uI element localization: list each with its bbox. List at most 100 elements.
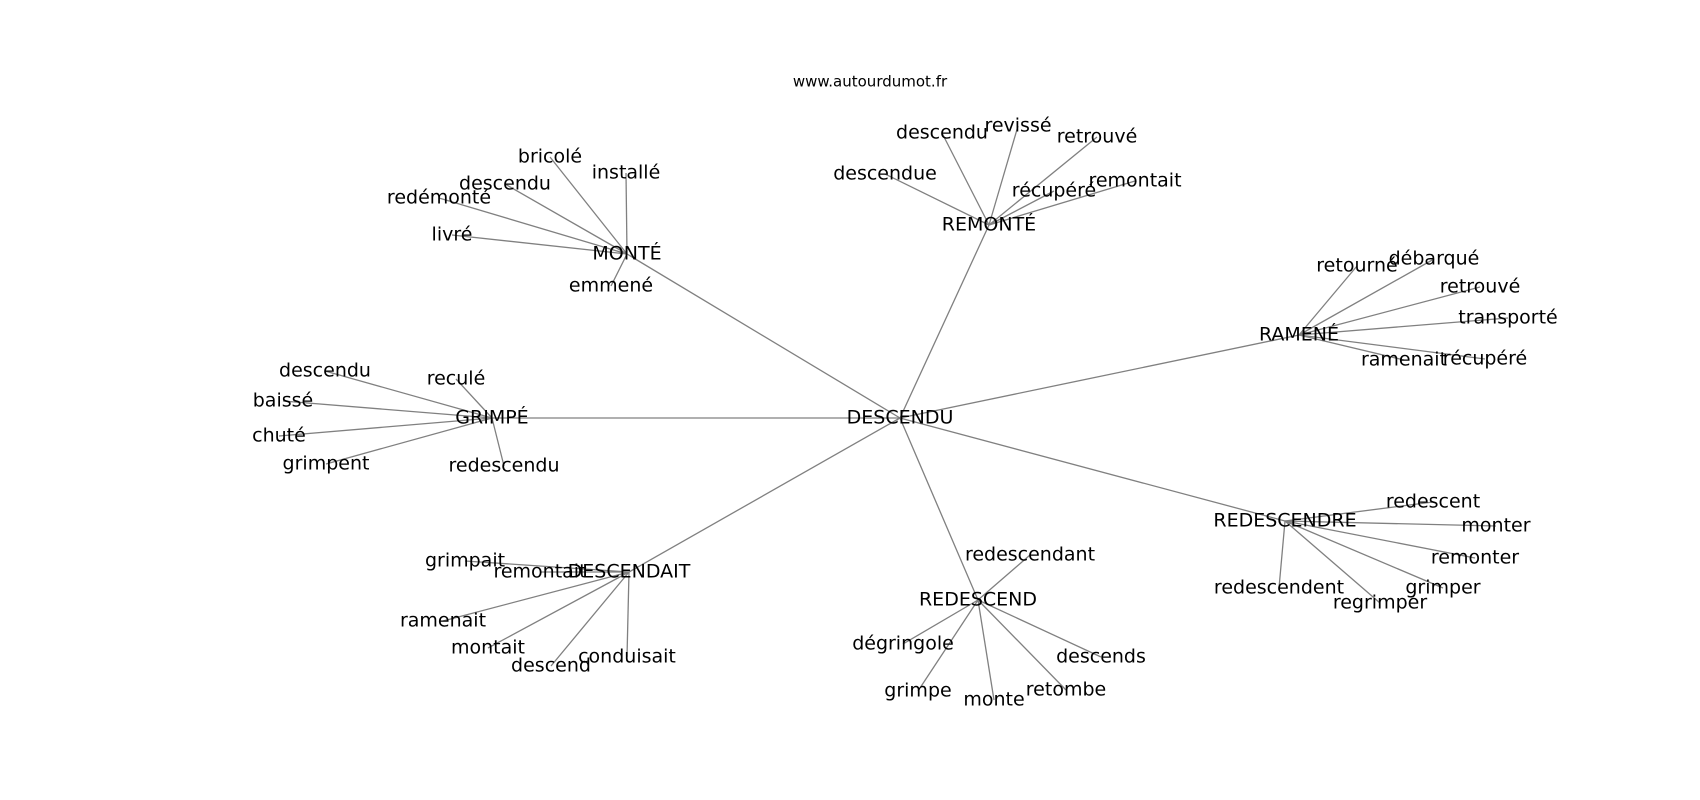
leaf-word-redescendent[interactable]: redescendent <box>1214 577 1344 599</box>
edge-redescend-to-monte <box>977 599 995 701</box>
leaf-word-transporte[interactable]: transporté <box>1458 307 1557 329</box>
group-node-redescendre[interactable]: REDESCENDRE <box>1213 510 1356 532</box>
edge-ramene-to-transporte <box>1298 317 1509 336</box>
edge-monte-to-livre <box>451 234 628 255</box>
leaf-word-grimper[interactable]: grimper <box>1405 577 1480 599</box>
edge-monte-to-emmene <box>610 253 628 287</box>
leaf-word-redemonte[interactable]: redémonté <box>387 187 491 209</box>
leaf-word-remonter[interactable]: remonter <box>1431 547 1519 569</box>
leaf-word-grimpait[interactable]: grimpait <box>425 550 505 572</box>
edge-grimpe-to-redescendu <box>491 417 505 467</box>
leaf-word-chute[interactable]: chuté <box>252 425 306 447</box>
edge-redescend-to-descends <box>977 599 1102 658</box>
leaf-word-regrimper[interactable]: regrimper <box>1333 592 1427 614</box>
leaf-word-ramenait[interactable]: ramenait <box>1361 349 1447 371</box>
edge-redescendre-to-regrimper <box>1284 520 1381 604</box>
edge-descendait-to-ramenait <box>442 571 630 622</box>
leaf-word-remontait[interactable]: remontait <box>493 561 586 583</box>
edge-ramene-to-retrouve <box>1298 286 1481 336</box>
edge-remonte-to-recupere <box>988 190 1055 226</box>
leaf-word-recule[interactable]: reculé <box>427 368 486 390</box>
edge-redescendre-to-grimper <box>1284 520 1444 589</box>
edge-remonte-to-revisse <box>988 125 1019 226</box>
edge-redescendre-to-redescendent <box>1278 520 1286 589</box>
leaf-word-grimpe[interactable]: grimpe <box>884 680 951 702</box>
edge-monte-to-descendu <box>504 183 628 255</box>
edge-grimpe-to-descendu <box>324 370 493 419</box>
edge-redescendre-to-remonter <box>1284 520 1476 559</box>
leaf-word-remontait[interactable]: remontait <box>1088 170 1181 192</box>
edge-redescendre-to-monter <box>1284 520 1497 527</box>
edge-grimpe-to-chute <box>278 417 493 437</box>
edge-ramene-to-debarque <box>1298 258 1435 336</box>
edge-redescendre-to-redescent <box>1284 501 1434 522</box>
edge-center-to-remonte <box>899 224 990 419</box>
leaf-word-installe[interactable]: installé <box>592 162 661 184</box>
leaf-word-redescendant[interactable]: redescendant <box>965 544 1095 566</box>
leaf-word-ramenait[interactable]: ramenait <box>400 610 486 632</box>
leaf-word-retombe[interactable]: retombe <box>1026 679 1106 701</box>
leaf-word-emmene[interactable]: emmené <box>569 275 653 297</box>
edge-grimpe-to-grimpent <box>325 417 493 465</box>
leaf-word-descendu[interactable]: descendu <box>896 122 988 144</box>
edge-descendait-to-grimpait <box>464 560 630 573</box>
leaf-word-retrouve[interactable]: retrouvé <box>1057 126 1138 148</box>
leaf-word-recupere[interactable]: récupéré <box>1012 180 1096 202</box>
edge-ramene-to-ramenait <box>1298 334 1405 361</box>
graph-edges <box>278 125 1509 701</box>
edge-monte-to-bricole <box>549 156 628 255</box>
group-node-ramene[interactable]: RAMENÉ <box>1259 323 1339 346</box>
edge-grimpe-to-baisse <box>282 400 493 419</box>
leaf-word-revisse[interactable]: revissé <box>984 115 1051 137</box>
graph-labels: bricoléinstallédescenduredémontélivréemm… <box>252 115 1558 711</box>
group-node-monte[interactable]: MONTÉ <box>592 242 661 265</box>
edge-remonte-to-retrouve <box>988 136 1098 226</box>
edge-descendait-to-conduisait <box>626 571 630 658</box>
group-node-remonte[interactable]: REMONTÉ <box>942 213 1036 236</box>
edge-center-to-monte <box>626 253 901 419</box>
leaf-word-descend[interactable]: descend <box>511 655 591 677</box>
edge-remonte-to-descendu <box>941 132 990 226</box>
leaf-word-debarque[interactable]: débarqué <box>1389 248 1480 270</box>
leaf-word-redescendu[interactable]: redescendu <box>448 455 559 477</box>
edge-center-to-descendait <box>628 417 901 573</box>
leaf-word-monter[interactable]: monter <box>1461 515 1530 537</box>
edge-center-to-ramene <box>899 334 1300 419</box>
group-node-redescend[interactable]: REDESCEND <box>919 589 1037 611</box>
leaf-word-descends[interactable]: descends <box>1056 646 1146 668</box>
edge-center-to-redescendre <box>899 417 1286 522</box>
edge-redescend-to-redescendant <box>977 554 1031 601</box>
group-node-descendait[interactable]: DESCENDAIT <box>568 561 691 583</box>
leaf-word-retourne[interactable]: retourné <box>1316 255 1397 277</box>
edge-ramene-to-retourne <box>1298 265 1358 336</box>
leaf-word-descendu[interactable]: descendu <box>279 360 371 382</box>
center-node-descendu[interactable]: DESCENDU <box>847 407 954 429</box>
group-node-grimpe[interactable]: GRIMPÉ <box>455 406 528 429</box>
leaf-word-conduisait[interactable]: conduisait <box>578 646 676 668</box>
leaf-word-degringole[interactable]: dégringole <box>852 633 954 655</box>
edge-ramene-to-recupere <box>1298 334 1486 360</box>
leaf-word-montait[interactable]: montait <box>451 637 525 659</box>
edge-remonte-to-descendue <box>884 173 990 226</box>
edge-grimpe-to-recule <box>455 378 493 419</box>
edge-redescend-to-degringole <box>902 599 979 645</box>
edge-descendait-to-montait <box>487 571 630 649</box>
edge-center-to-redescend <box>899 417 979 601</box>
leaf-word-descendu[interactable]: descendu <box>459 173 551 195</box>
leaf-word-livre[interactable]: livré <box>432 224 473 246</box>
site-url: www.autourdumot.fr <box>793 73 948 91</box>
leaf-word-redescent[interactable]: redescent <box>1386 491 1480 513</box>
leaf-word-descendue[interactable]: descendue <box>833 163 937 185</box>
leaf-word-grimpent[interactable]: grimpent <box>283 453 370 475</box>
edge-redescend-to-retombe <box>977 599 1067 691</box>
edge-monte-to-installe <box>625 172 628 255</box>
edge-redescend-to-grimpe <box>917 599 979 692</box>
edge-descendait-to-descend <box>550 571 630 667</box>
leaf-word-recupere[interactable]: récupéré <box>1443 348 1527 370</box>
leaf-word-bricole[interactable]: bricolé <box>518 146 582 168</box>
leaf-word-monte[interactable]: monte <box>963 689 1024 711</box>
leaf-word-retrouve[interactable]: retrouvé <box>1440 276 1521 298</box>
leaf-word-baisse[interactable]: baissé <box>253 390 313 412</box>
